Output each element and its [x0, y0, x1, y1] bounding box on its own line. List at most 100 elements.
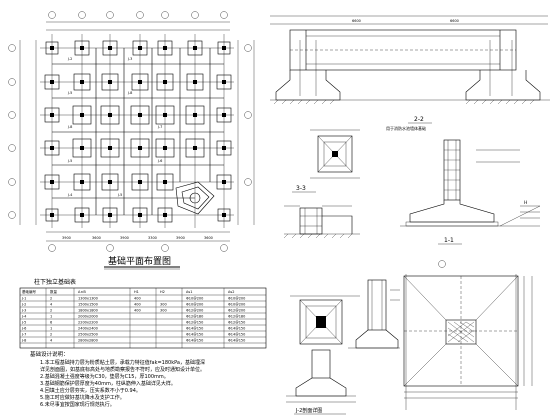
schedule-cell: 2200x2200 — [78, 321, 98, 325]
design-notes: 基础设计说明： 1.本工程基础持力层为粉质粘土层，承载力特征值fak=180kP… — [30, 350, 205, 408]
schedule-cell: J-6 — [21, 327, 26, 331]
section-22-label: 2-2 — [414, 116, 424, 123]
schedule-header: H2 — [160, 290, 165, 294]
schedule-cell: J-2 — [21, 303, 26, 307]
grid-bubbles-top — [48, 11, 228, 19]
section-22-note: 用于消防水池墙体基础 — [386, 125, 426, 131]
schedule-cell: 2400x2400 — [78, 327, 98, 331]
schedule-cell: J-3 — [21, 309, 26, 313]
schedule-cell: Φ14@150 — [186, 339, 203, 343]
schedule-cell: 300 — [160, 309, 167, 313]
schedule-cell: 2000x2000 — [78, 315, 98, 319]
stair-core — [175, 181, 215, 215]
note-line: 1.本工程基础持力层为粉质粘土层，承载力特征值fak=180kPa，基础埋深 — [40, 359, 205, 366]
schedule-cell: 2500x2500 — [78, 333, 98, 337]
schedule-cell: 1 — [50, 327, 52, 331]
tie-beams — [52, 48, 224, 215]
svg-text:J-7: J-7 — [157, 125, 162, 129]
footing-pads — [44, 40, 232, 223]
schedule-cell: Φ14@150 — [228, 333, 245, 337]
note-line: 详见剖面图，如基底标高处与地质勘察报告不符时，应及时通知设计单位。 — [40, 366, 205, 373]
svg-text:6600: 6600 — [352, 19, 361, 23]
schedule-header: 数量 — [50, 289, 57, 294]
detail-label: J-2剖面详图 — [295, 407, 322, 414]
schedule-cell: 1300x1300 — [78, 297, 98, 301]
section-1-1: 1-1 — [403, 237, 533, 410]
svg-text:6600: 6600 — [450, 19, 459, 23]
schedule-cell: J-5 — [21, 321, 26, 325]
schedule-cell: Φ12@180 — [186, 315, 203, 319]
schedule-cell: Φ12@150 — [186, 321, 203, 325]
schedule-cell: 1 — [50, 315, 52, 319]
grid-bubbles-bottom — [48, 244, 228, 252]
schedule-cell: Φ12@200 — [228, 309, 245, 313]
schedule-cell: J-7 — [21, 333, 26, 337]
section-2-2: 2-2 用于消防水池墙体基础 H — [386, 116, 541, 227]
schedule-cell: 300 — [160, 303, 167, 307]
schedule-title: 柱下独立基础表 — [34, 278, 76, 286]
svg-text:J-3: J-3 — [127, 57, 132, 61]
schedule-header: H1 — [134, 290, 139, 294]
notes-heading: 基础设计说明： — [30, 350, 69, 358]
svg-text:J-8: J-8 — [67, 125, 72, 129]
schedule-header: As2 — [228, 290, 234, 294]
tie-beam-elevation — [270, 15, 550, 105]
schedule-cell: Φ12@150 — [228, 321, 245, 325]
foundation-plan: J-2J-3 J-5J-8 J-8J-7 J-5J-6 J-4J-5 基础平面布… — [8, 11, 255, 270]
schedule-cell: Φ12@200 — [186, 309, 203, 313]
section-11-label: 1-1 — [444, 237, 454, 244]
schedule-cell: Φ14@150 — [186, 327, 203, 331]
schedule-cell: J-8 — [21, 339, 26, 343]
schedule-cell: 400 — [134, 303, 141, 307]
svg-text:3900: 3900 — [176, 236, 185, 240]
svg-text:J-5: J-5 — [67, 159, 72, 163]
schedule-cell: 2800x2800 — [78, 339, 98, 343]
schedule-cell: Φ10@200 — [228, 297, 245, 301]
grid-bubbles-left — [8, 44, 16, 219]
schedule-header: 基础编号 — [22, 289, 36, 294]
svg-text:3300: 3300 — [148, 236, 157, 240]
plan-title: 基础平面布置图 — [108, 255, 171, 267]
section-3-3: 3-3 — [283, 185, 360, 239]
svg-text:3900: 3900 — [120, 236, 129, 240]
svg-text:3600: 3600 — [204, 236, 213, 240]
note-line: 2.基础混凝土强度等级为C30，垫层为C15，厚100mm。 — [40, 373, 169, 380]
note-line: 3.基础钢筋保护层厚度为40mm，柱纵筋伸入基础详见大样。 — [40, 380, 176, 387]
schedule-cell: Φ10@200 — [186, 303, 203, 307]
schedule-cell: 6 — [50, 321, 52, 325]
schedule-cell: J-4 — [21, 315, 27, 319]
wall-section — [348, 279, 400, 349]
column-marks — [50, 46, 226, 217]
schedule-cell: Φ12@180 — [228, 315, 245, 319]
svg-text:J-6: J-6 — [157, 159, 162, 163]
column-plan-detail — [310, 129, 360, 179]
section-33-label: 3-3 — [296, 185, 306, 192]
svg-text:J-5: J-5 — [67, 91, 72, 95]
schedule-cell: 400 — [134, 309, 141, 313]
note-line: 6.未尽事宜按国家现行规范执行。 — [40, 401, 115, 408]
schedule-cell: 4 — [50, 303, 53, 307]
schedule-cell: Φ10@200 — [186, 297, 203, 301]
schedule-cell: 2 — [50, 297, 52, 301]
svg-text:J-4: J-4 — [67, 193, 73, 197]
schedule-cell: 2 — [50, 309, 52, 313]
note-line: 5.施工时应做好基坑降水及支护工作。 — [40, 394, 125, 401]
schedule-cell: J-1 — [21, 297, 26, 301]
svg-text:J-2: J-2 — [67, 57, 72, 61]
schedule-cell: Φ14@150 — [186, 333, 203, 337]
schedule-cell: Φ14@150 — [228, 327, 245, 331]
svg-text:H: H — [524, 200, 527, 206]
plan-grid-horizontal — [40, 47, 234, 216]
svg-text:J-5: J-5 — [117, 193, 122, 197]
dim-text: 6600 6600 3900 3600 3900 3300 3900 3600 — [62, 19, 459, 240]
schedule-cell: Φ14@150 — [228, 339, 245, 343]
schedule-header: A×B — [78, 290, 86, 294]
svg-text:3900: 3900 — [62, 236, 71, 240]
schedule-cell: 1500x1500 — [78, 303, 98, 307]
schedule-cell: 1800x1800 — [78, 309, 98, 313]
schedule-cell: 4 — [50, 339, 53, 343]
plan-grid-vertical — [51, 34, 225, 228]
